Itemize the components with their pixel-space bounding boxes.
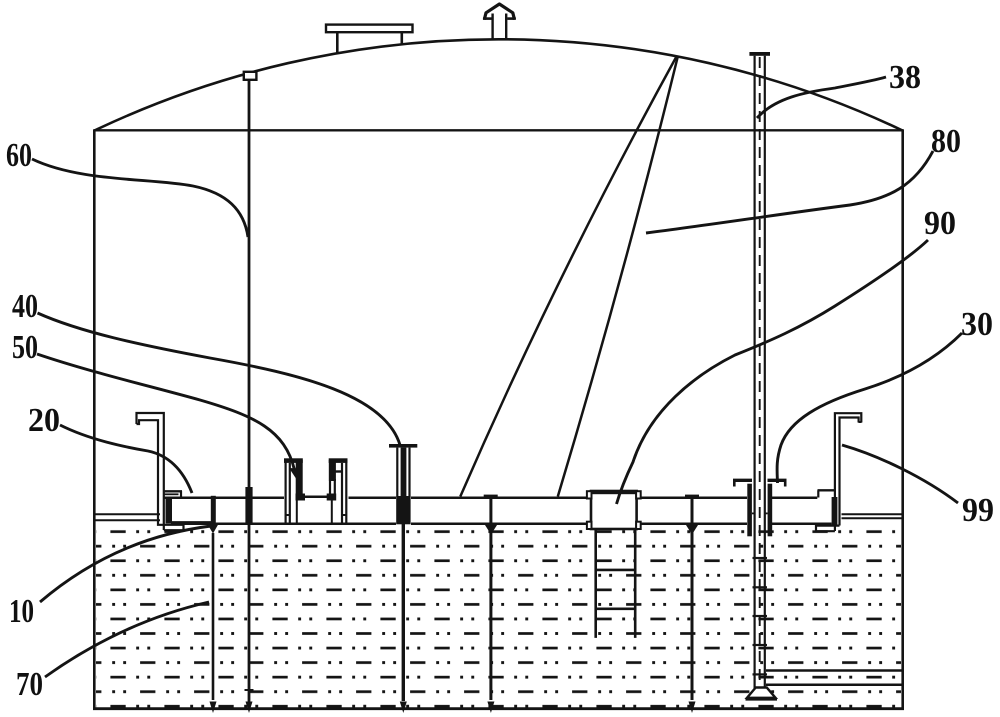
svg-text:80: 80 [931,123,961,160]
svg-text:90: 90 [924,205,956,242]
svg-text:10: 10 [9,593,34,630]
svg-text:38: 38 [889,59,921,96]
svg-text:40: 40 [12,288,38,325]
svg-text:20: 20 [28,402,60,439]
svg-text:70: 70 [16,666,43,703]
svg-text:30: 30 [961,306,993,343]
svg-text:99: 99 [962,492,994,529]
svg-text:60: 60 [6,137,32,174]
svg-text:50: 50 [12,329,38,366]
